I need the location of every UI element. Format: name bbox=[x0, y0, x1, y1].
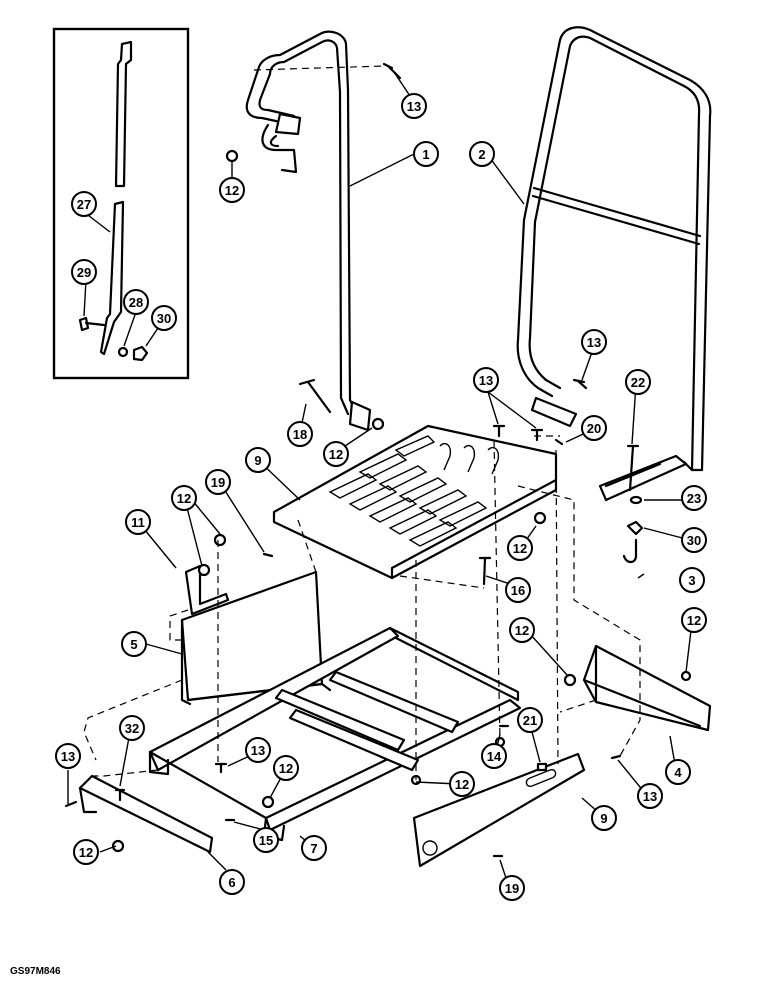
callout-12e: 12 bbox=[509, 617, 535, 643]
callout-21: 21 bbox=[517, 707, 543, 733]
bracket-4 bbox=[582, 644, 712, 732]
callout-12g: 12 bbox=[273, 755, 299, 781]
callout-9-plate: 9 bbox=[245, 447, 271, 473]
side-panel bbox=[180, 570, 332, 706]
svg-text:12: 12 bbox=[455, 777, 469, 792]
figure-code: GS97M846 bbox=[10, 966, 61, 977]
svg-text:16: 16 bbox=[511, 583, 525, 598]
svg-text:12: 12 bbox=[329, 447, 343, 462]
svg-text:4: 4 bbox=[674, 765, 682, 780]
svg-text:13: 13 bbox=[479, 373, 493, 388]
svg-text:13: 13 bbox=[643, 789, 657, 804]
svg-text:12: 12 bbox=[177, 491, 191, 506]
svg-text:9: 9 bbox=[600, 811, 607, 826]
svg-text:15: 15 bbox=[259, 833, 273, 848]
svg-text:13: 13 bbox=[251, 743, 265, 758]
callout-18: 18 bbox=[287, 421, 313, 447]
svg-text:30: 30 bbox=[157, 311, 171, 326]
svg-text:12: 12 bbox=[79, 845, 93, 860]
svg-text:20: 20 bbox=[587, 421, 601, 436]
callout-12a: 12 bbox=[219, 177, 245, 203]
svg-text:23: 23 bbox=[687, 491, 701, 506]
svg-text:14: 14 bbox=[487, 749, 502, 764]
callout-15: 15 bbox=[253, 827, 279, 853]
svg-text:28: 28 bbox=[129, 295, 143, 310]
svg-text:32: 32 bbox=[125, 721, 139, 736]
slotted-seat-plate bbox=[272, 424, 558, 580]
callout-12h: 12 bbox=[73, 839, 99, 865]
svg-text:13: 13 bbox=[61, 749, 75, 764]
svg-text:12: 12 bbox=[279, 761, 293, 776]
svg-text:1: 1 bbox=[422, 147, 429, 162]
svg-text:19: 19 bbox=[505, 881, 519, 896]
callout-23: 23 bbox=[681, 485, 707, 511]
callout-13d: 13 bbox=[245, 737, 271, 763]
svg-text:3: 3 bbox=[688, 573, 695, 588]
svg-text:7: 7 bbox=[310, 841, 317, 856]
callout-32: 32 bbox=[119, 715, 145, 741]
svg-text:19: 19 bbox=[211, 475, 225, 490]
svg-text:13: 13 bbox=[587, 335, 601, 350]
svg-text:22: 22 bbox=[631, 375, 645, 390]
alignment-lines bbox=[83, 65, 641, 780]
callout-3: 3 bbox=[679, 567, 705, 593]
side-plate-9 bbox=[412, 752, 586, 868]
svg-text:29: 29 bbox=[77, 265, 91, 280]
callout-6: 6 bbox=[219, 869, 245, 895]
svg-text:12: 12 bbox=[225, 183, 239, 198]
bracket-6 bbox=[78, 774, 214, 854]
svg-text:27: 27 bbox=[77, 197, 91, 212]
inset-callout-28: 28 bbox=[123, 289, 149, 315]
svg-text:12: 12 bbox=[687, 613, 701, 628]
frame-7 bbox=[148, 626, 522, 842]
svg-text:5: 5 bbox=[130, 637, 137, 652]
svg-text:21: 21 bbox=[523, 713, 537, 728]
inset-callout-27: 27 bbox=[71, 191, 97, 217]
callout-19a: 19 bbox=[205, 469, 231, 495]
svg-text:9: 9 bbox=[254, 453, 261, 468]
callout-12f: 12 bbox=[681, 607, 707, 633]
svg-text:2: 2 bbox=[478, 147, 485, 162]
callout-4: 4 bbox=[665, 759, 691, 785]
inset-callout-30: 30 bbox=[151, 305, 177, 331]
callout-13f: 13 bbox=[637, 783, 663, 809]
callout-13b: 13 bbox=[581, 329, 607, 355]
svg-text:12: 12 bbox=[513, 541, 527, 556]
callout-19b: 19 bbox=[499, 875, 525, 901]
svg-text:6: 6 bbox=[228, 875, 235, 890]
callout-12c: 12 bbox=[171, 485, 197, 511]
callout-13e: 13 bbox=[55, 743, 81, 769]
callout-1: 1 bbox=[413, 141, 439, 167]
callout-12b: 12 bbox=[323, 441, 349, 467]
callout-9-side: 9 bbox=[591, 805, 617, 831]
callout-13c: 13 bbox=[473, 367, 499, 393]
callout-16: 16 bbox=[505, 577, 531, 603]
callout-7: 7 bbox=[301, 835, 327, 861]
callout-11: 11 bbox=[125, 509, 151, 535]
svg-text:30: 30 bbox=[687, 533, 701, 548]
callout-30: 30 bbox=[681, 527, 707, 553]
callout-2: 2 bbox=[469, 141, 495, 167]
handrail-2 bbox=[516, 26, 712, 502]
callout-12d: 12 bbox=[507, 535, 533, 561]
callout-13a: 13 bbox=[401, 93, 427, 119]
callout-20: 20 bbox=[581, 415, 607, 441]
callouts: 1 2 3 4 5 6 7 9 9 11 12 12 12 12 12 12 1… bbox=[55, 93, 707, 901]
svg-text:13: 13 bbox=[407, 99, 421, 114]
callout-12i: 12 bbox=[449, 771, 475, 797]
svg-text:12: 12 bbox=[515, 623, 529, 638]
callout-22: 22 bbox=[625, 369, 651, 395]
inset-callout-29: 29 bbox=[71, 259, 97, 285]
svg-text:11: 11 bbox=[131, 515, 145, 530]
handrail-1 bbox=[245, 30, 372, 432]
callout-14: 14 bbox=[481, 743, 507, 769]
callout-5: 5 bbox=[121, 631, 147, 657]
svg-text:18: 18 bbox=[293, 427, 307, 442]
